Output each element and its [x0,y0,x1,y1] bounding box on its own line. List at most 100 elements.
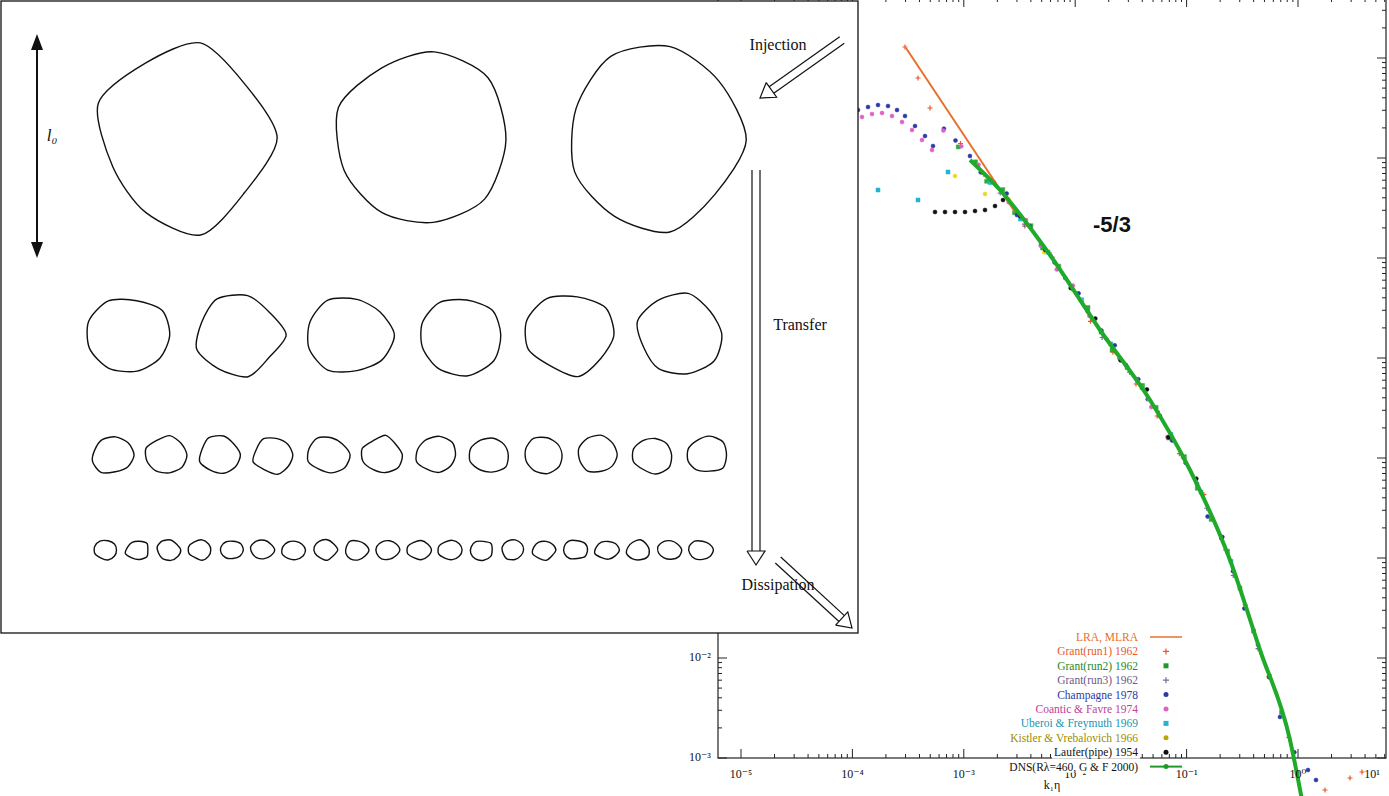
legend-text: Grant(run1) 1962 [1055,645,1140,658]
data-point [1348,776,1353,781]
tick-label: 10⁻³ [953,768,975,781]
eddy-blob [87,299,170,371]
eddy-blob [407,540,431,559]
tick-label: 10⁻⁵ [730,768,753,781]
eddy-blob [253,438,293,475]
eddy-blob [637,293,722,374]
data-points [850,45,1365,793]
eddy-blob [595,541,620,559]
eddy-blob [502,540,523,560]
data-point [860,115,864,119]
tick-label: 10⁻¹ [1176,768,1198,781]
eddy-blob [196,295,286,377]
eddy-blob [92,437,134,473]
legend-text: Grant(run3) 1962 [1055,674,1140,687]
size-arrow [31,34,43,258]
eddy-blob [188,540,211,561]
data-point [953,174,957,178]
eddy-blob [525,437,562,473]
eddy-blob [336,52,506,223]
data-point [1314,778,1318,782]
panel-frame [1,1,858,633]
data-point [983,208,987,212]
eddy-blob [658,541,682,560]
eddy-blob [314,540,338,561]
eddy-blob [282,541,306,559]
legend-sample [1164,735,1169,740]
eddy-blob [97,43,277,236]
data-point [913,124,917,128]
data-point [886,104,890,108]
tick-label: 10⁻³ [689,751,711,764]
eddy-blob [438,540,462,559]
eddy-blob [308,298,395,372]
tick-label: 10⁻² [689,651,711,664]
legend-text: Coantic & Favre 1974 [1033,703,1140,716]
legend-sample [1164,707,1169,712]
eddy-blob [416,436,456,472]
data-point [876,103,880,107]
eddy-blob [221,541,244,558]
stage-label: Injection [750,36,807,54]
eddy-blob [251,540,275,559]
data-point [928,106,933,111]
legend-text: Kistler & Vrebalovich 1966 [1008,731,1140,744]
data-point [916,76,921,81]
data-point [953,138,957,142]
dns-curve [970,160,1302,796]
eddy-blob [145,436,187,473]
stage-label: Transfer [773,316,827,334]
legend-samples [1150,637,1182,769]
data-point [959,144,963,148]
tick-label: 10¹ [1364,768,1380,781]
eddy-blob [376,541,400,560]
data-point [870,112,874,116]
eddy-blob [307,437,350,473]
data-point [923,134,927,138]
data-point [903,114,907,118]
stage-label: l₀ [45,126,60,147]
eddy-blob [470,541,492,560]
data-point [973,209,977,213]
eddy-blob [361,435,402,472]
axis-title: k₁η [1044,780,1060,793]
eddy-blob [626,540,649,560]
data-point [931,144,935,148]
eddy-blob [632,438,671,474]
legend-sample [1164,721,1169,726]
data-point [943,210,947,214]
data-point [910,128,914,132]
data-point [968,154,972,158]
legend-sample [1163,648,1169,654]
data-point [963,210,967,214]
data-point [1360,770,1365,775]
data-point [920,138,924,142]
tick-label: 10⁻⁴ [841,768,864,781]
legend-sample [1164,750,1169,755]
legend-text: LRA, MLRA [1074,631,1140,644]
eddy-blob [125,541,148,559]
eddy-blob [469,438,508,472]
legend-sample [1164,692,1169,697]
legend-text: Grant(run2) 1962 [1055,659,1140,672]
cascade-panel [1,1,858,633]
legend-text: Champagne 1978 [1055,688,1140,701]
data-point [895,108,899,112]
data-point [933,210,937,214]
stage-label: Dissipation [742,576,815,594]
eddy-blob [157,540,181,561]
data-point [880,111,884,115]
data-point [993,204,997,208]
eddy-blob [94,541,116,560]
data-point [953,210,957,214]
data-point [866,105,870,109]
data-point [930,148,934,152]
data-point [900,120,904,124]
data-point [941,129,945,133]
eddy-blob [578,435,617,472]
eddy-blob [572,46,747,233]
eddy-blob [525,296,614,377]
data-point [983,192,987,196]
